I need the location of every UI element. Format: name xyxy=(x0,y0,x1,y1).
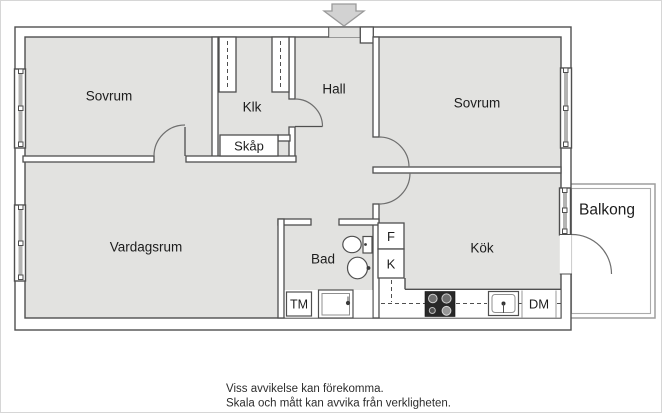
window-sovrum-right xyxy=(559,67,573,149)
room-label-vardagsrum: Vardagsrum xyxy=(110,240,183,255)
entrance-arrow-icon xyxy=(322,3,366,27)
room-label-hall: Hall xyxy=(322,82,345,97)
bath-service-strip xyxy=(284,289,373,319)
washing-machine-box xyxy=(285,291,313,317)
door-kok xyxy=(378,172,411,205)
freezer-box xyxy=(377,222,405,250)
kitchen-counter xyxy=(379,278,561,318)
room-label-balkong: Balkong xyxy=(579,202,635,219)
window-balkong xyxy=(558,187,572,236)
door-balkong xyxy=(559,233,613,275)
appliance-label-dishwasher: DM xyxy=(529,297,549,312)
washbasin xyxy=(346,256,371,280)
room-label-kok: Kök xyxy=(470,241,494,256)
door-sovrum-left xyxy=(153,124,186,157)
skap-cabinet xyxy=(219,134,279,157)
wall-sovrum2-kok xyxy=(372,166,562,174)
appliance-label-washing-machine: TM xyxy=(290,298,308,312)
counter-edge xyxy=(404,278,561,290)
appliance-label-freezer: F xyxy=(387,229,395,244)
window-vardagsrum xyxy=(13,204,27,282)
wall-skap-stub xyxy=(277,134,291,142)
stove xyxy=(424,291,456,317)
balcony xyxy=(566,183,656,319)
toilet xyxy=(342,235,373,254)
dishwasher-cell-lines xyxy=(521,290,557,318)
wall-klk-hall-upper xyxy=(288,36,296,100)
wall-sovrum1-klk xyxy=(211,36,219,158)
room-label-sovrum-right: Sovrum xyxy=(454,96,501,111)
entrance-opening xyxy=(328,27,361,38)
wall-skap-hall-south xyxy=(185,155,297,163)
door-klk xyxy=(294,98,324,128)
wall-vardagsrum-bad xyxy=(277,218,285,319)
room-label-skap: Skåp xyxy=(234,139,264,154)
kitchen-sink xyxy=(487,290,520,317)
room-label-bad: Bad xyxy=(311,252,335,267)
fridge-box xyxy=(377,248,405,279)
disclaimer-line-1: Viss avvikelse kan förekomma. xyxy=(226,383,384,395)
appliance-label-fridge: K xyxy=(387,257,396,272)
window-sovrum-left xyxy=(13,68,27,149)
door-sovrum-right xyxy=(378,136,410,168)
interior-walls xyxy=(22,36,562,319)
wall-hall-sovrum2 xyxy=(372,36,380,138)
wall-sovrum1-vardagsrum xyxy=(22,155,155,163)
balcony-outer-rail xyxy=(566,183,656,319)
entrance-side-wall xyxy=(359,26,374,44)
wardrobe-left xyxy=(218,36,237,93)
disclaimer-line-2: Skala och mått kan avvika från verklighe… xyxy=(226,398,451,410)
entrance-doorway xyxy=(328,26,374,44)
shower xyxy=(317,289,354,319)
room-label-sovrum-left: Sovrum xyxy=(86,89,133,104)
wall-klk-hall-lower xyxy=(288,126,296,158)
wall-bad-north-east xyxy=(338,218,380,226)
wardrobe-right xyxy=(271,36,290,93)
room-label-klk: Klk xyxy=(243,100,262,115)
